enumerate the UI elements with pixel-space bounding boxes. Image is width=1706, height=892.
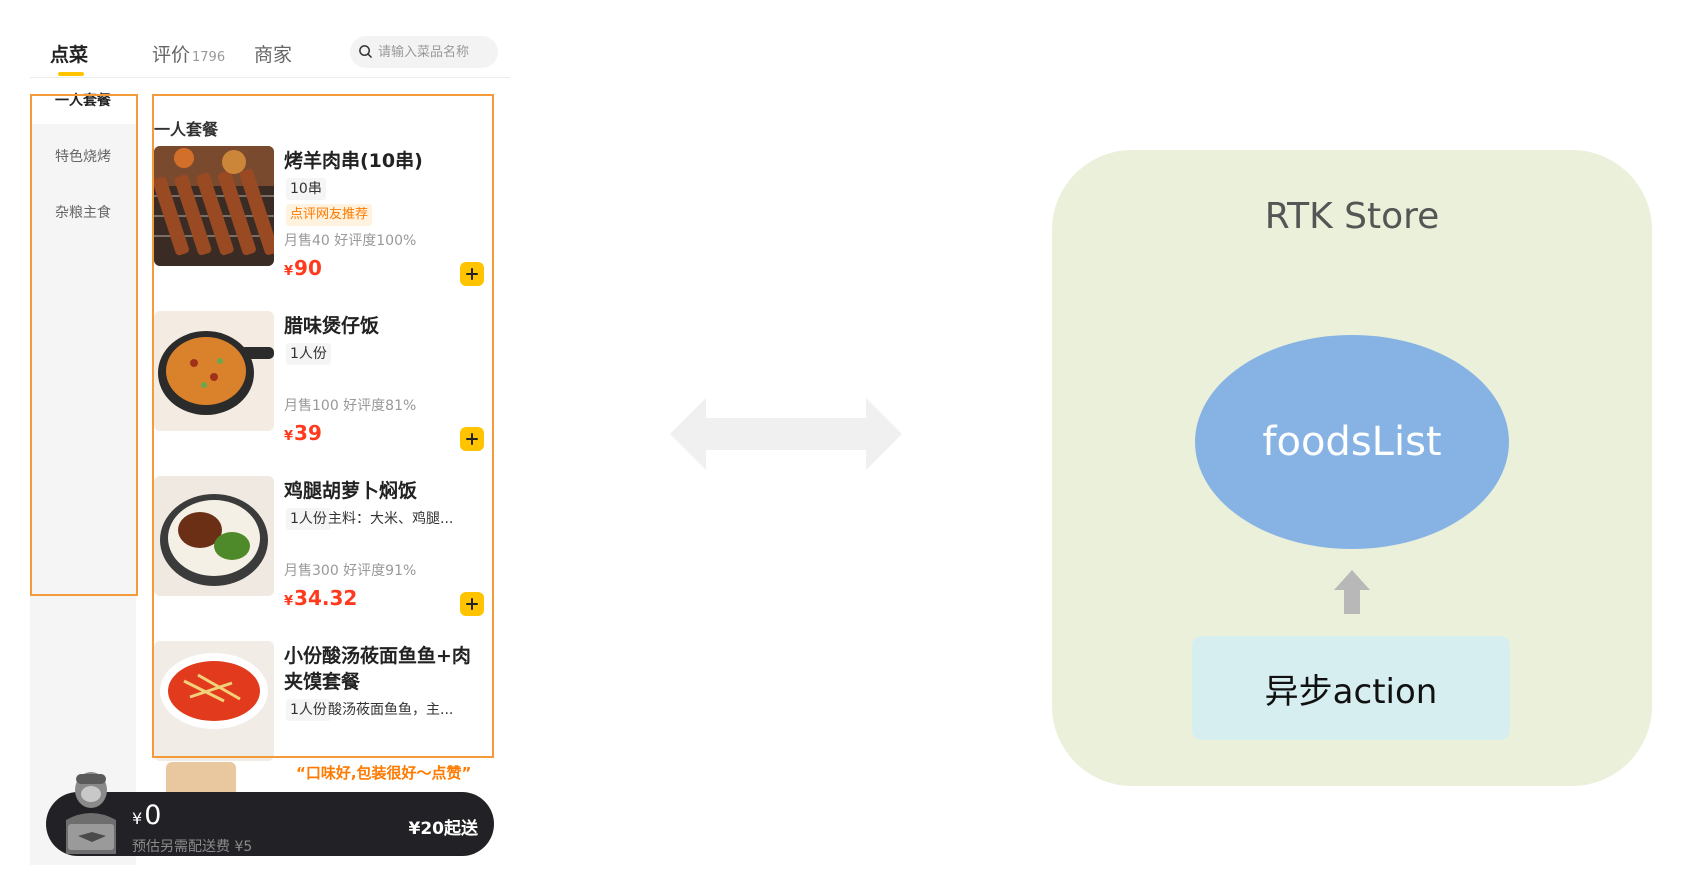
food-item: 鸡腿胡萝卜焖饭 1人份 主料：大米、鸡腿... 月售300 好评度91% ¥34… (154, 476, 484, 651)
section-title: 一人套餐 (154, 120, 219, 139)
min-order-label: ¥20起送 (408, 819, 479, 839)
review-quote: “口味好,包装很好～点赞” (296, 764, 472, 782)
sidebar-item-bbq[interactable]: 特色烧烤 (55, 149, 111, 165)
food-image-chicken-rice (154, 476, 274, 596)
search-icon (359, 45, 372, 58)
cart-bar[interactable]: ¥0 预估另需配送费 ¥5 ¥20起送 (46, 772, 494, 856)
delivery-fee-note: 预估另需配送费 ¥5 (132, 839, 253, 855)
up-arrow-icon (1334, 570, 1370, 614)
food-image-noodle-soup (154, 641, 274, 761)
tab-order[interactable]: 点菜 (50, 44, 89, 66)
add-to-cart-button[interactable] (460, 262, 484, 286)
cart-total-value: 0 (144, 800, 162, 831)
tab-reviews-label: 评价 (152, 44, 191, 66)
double-arrow-icon (670, 398, 902, 470)
rtk-store-container: RTK Store foodsList 异步action (1052, 150, 1652, 786)
food-stats: 月售40 好评度100% (284, 233, 417, 249)
currency-symbol: ¥ (284, 264, 294, 279)
action-label: 异步action (1264, 671, 1438, 712)
state-foods-list: foodsList (1195, 335, 1509, 549)
highlight-box-sidebar (30, 94, 138, 596)
food-image-skewers (154, 146, 274, 266)
price-value: 39 (294, 421, 322, 445)
async-action-box: 异步action (1192, 636, 1510, 740)
currency-symbol: ¥ (132, 809, 143, 828)
sidebar-item-grains[interactable]: 杂粮主食 (55, 205, 111, 221)
food-name: 烤羊肉串(10串) (284, 150, 423, 172)
food-image-claypot-rice (154, 311, 274, 431)
search-box[interactable] (350, 36, 498, 68)
highlight-box-food-list (152, 94, 494, 758)
food-image-burger-peek (166, 762, 236, 792)
cart-total: ¥0 (132, 800, 161, 831)
price-value: 34.32 (294, 586, 358, 610)
food-list: 一人套餐 (154, 78, 510, 865)
currency-symbol: ¥ (284, 594, 294, 609)
recommend-tag: 点评网友推荐 (286, 204, 373, 226)
delivery-person-icon (66, 772, 116, 854)
currency-symbol: ¥ (284, 429, 294, 444)
food-stats: 月售300 好评度91% (284, 563, 417, 579)
add-to-cart-button[interactable] (460, 427, 484, 451)
food-item: 烤羊肉串(10串) 10串 点评网友推荐 月售40 好评度100% ¥90 (154, 146, 484, 321)
food-name: 腊味煲仔饭 (284, 315, 380, 337)
tab-merchant[interactable]: 商家 (254, 44, 293, 66)
food-name: 鸡腿胡萝卜焖饭 (284, 480, 418, 502)
category-sidebar: 一人套餐 特色烧烤 杂粮主食 (30, 78, 136, 865)
state-label: foodsList (1262, 419, 1442, 465)
food-price: ¥39 (284, 421, 322, 445)
add-to-cart-button[interactable] (460, 592, 484, 616)
food-spec: 1人份 (286, 343, 331, 365)
search-input[interactable] (378, 36, 494, 68)
food-ingredients: 酸汤莜面鱼鱼，主... (328, 702, 454, 718)
food-item: 腊味煲仔饭 1人份 月售100 好评度81% ¥39 (154, 311, 484, 486)
store-title: RTK Store (1264, 196, 1440, 237)
price-value: 90 (294, 256, 322, 280)
food-spec: 1人份 (286, 699, 331, 721)
review-count: 1796 (192, 50, 226, 65)
sidebar-item-single-meal[interactable]: 一人套餐 (30, 78, 136, 124)
food-price: ¥90 (284, 256, 322, 280)
food-price: ¥34.32 (284, 586, 357, 610)
active-tab-indicator (58, 72, 84, 76)
food-spec: 10串 (286, 178, 326, 200)
food-ingredients: 主料：大米、鸡腿... (328, 511, 454, 527)
food-name: 小份酸汤莜面鱼鱼+肉夹馍套餐 (284, 645, 471, 693)
food-spec: 1人份 (286, 508, 331, 530)
food-item: 小份酸汤莜面鱼鱼+肉夹馍套餐 1人份 酸汤莜面鱼鱼，主... (154, 641, 484, 816)
food-stats: 月售100 好评度81% (284, 398, 417, 414)
